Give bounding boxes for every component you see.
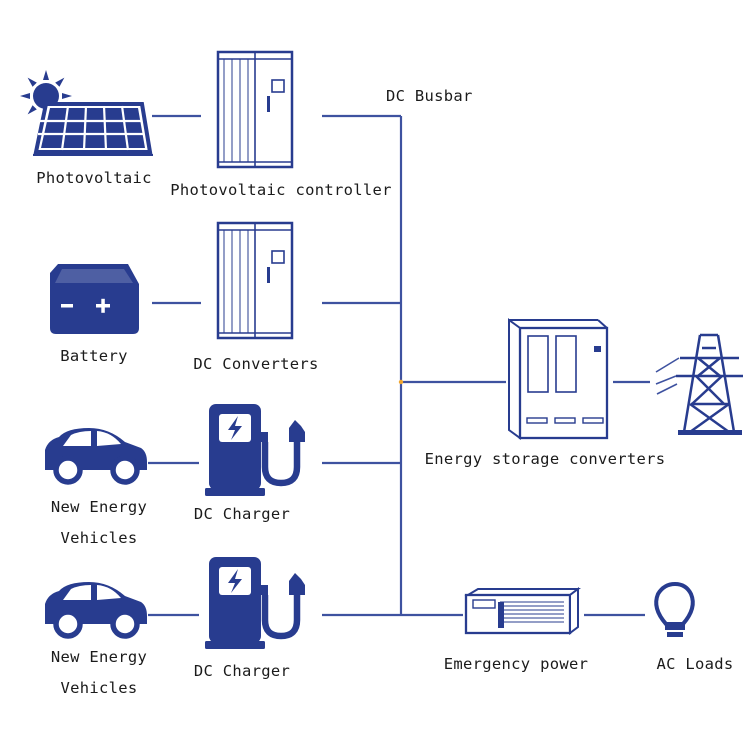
car-icon-2 <box>45 582 147 636</box>
dc-converters-label: DC Converters <box>193 355 319 373</box>
energy-storage-converter-icon <box>508 318 609 440</box>
nev-line-2: Vehicles <box>60 679 138 697</box>
ac-loads-label: AC Loads <box>656 655 734 673</box>
transmission-tower-icon <box>655 333 743 435</box>
connection-lines <box>148 114 650 617</box>
emergency-power-psu-icon <box>464 587 581 635</box>
dc-charger-label-1: DC Charger <box>193 505 291 523</box>
emergency-power-label: Emergency power <box>443 655 589 673</box>
dc-charger-label-2: DC Charger <box>193 662 291 680</box>
dc-converters-cabinet-icon <box>216 221 294 340</box>
charger-icon-1 <box>205 404 305 496</box>
light-bulb-icon <box>654 581 695 637</box>
dc-busbar-label: DC Busbar <box>386 87 473 105</box>
new-energy-vehicles-label-1: New Energy Vehicles <box>51 492 147 554</box>
car-icon-1 <box>45 428 147 482</box>
battery-icon <box>50 264 139 334</box>
new-energy-vehicles-label-2: New Energy Vehicles <box>51 642 147 704</box>
energy-storage-converters-label: Energy storage converters <box>424 450 666 468</box>
junction-dot <box>398 379 404 385</box>
photovoltaic-controller-cabinet-icon <box>216 50 294 169</box>
nev-line-1: New Energy <box>50 498 148 516</box>
charger-icon-2 <box>205 557 305 649</box>
nev-line-2: Vehicles <box>60 529 138 547</box>
solar-panel-icon <box>33 102 153 156</box>
photovoltaic-label: Photovoltaic <box>36 169 152 187</box>
photovoltaic-controller-label: Photovoltaic controller <box>170 181 392 199</box>
nev-line-1: New Energy <box>50 648 148 666</box>
battery-label: Battery <box>60 347 128 365</box>
